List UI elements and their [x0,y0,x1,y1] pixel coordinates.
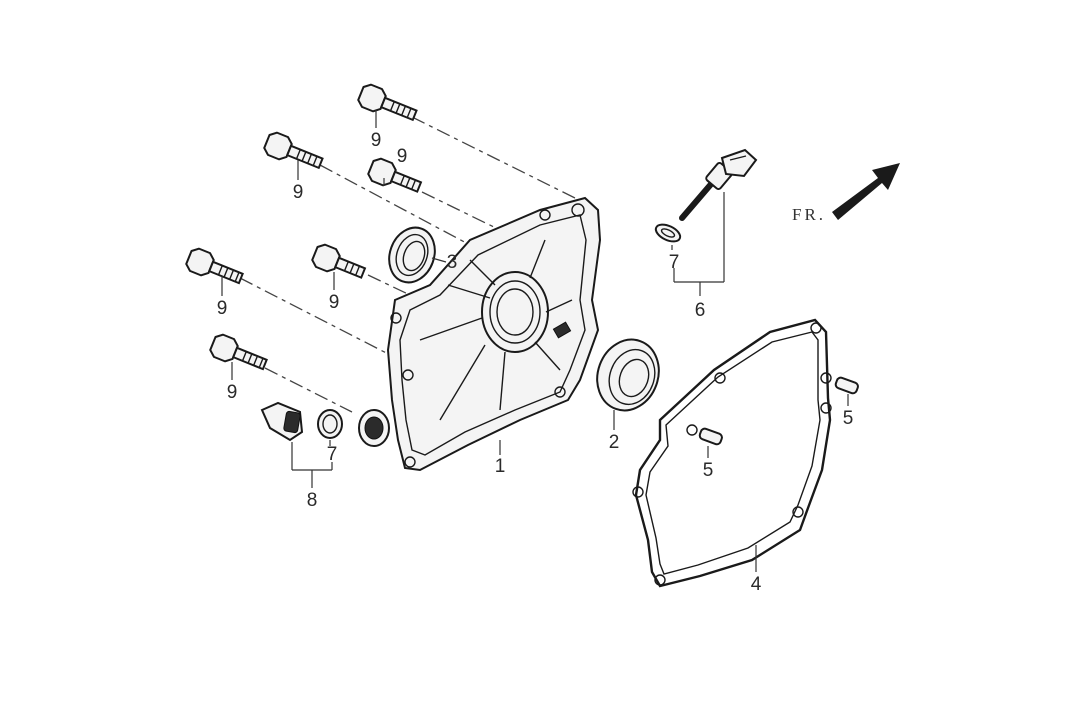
callout-labels: 1 2 3 4 5 5 6 7 7 8 9 9 9 9 9 9 [217,130,854,595]
oil-seal [388,226,447,284]
callout-bolt: 9 [329,292,340,313]
dowel-pin [834,376,859,406]
washer [654,223,682,243]
washer [317,409,343,439]
callout-bearing: 2 [609,432,620,453]
drain-plug [260,401,304,442]
crankcase-cover [358,196,602,472]
bolt [263,131,324,170]
gasket [632,318,832,588]
dowel-pin [698,427,723,458]
callout-bolt: 9 [293,182,304,203]
callout-oil-seal: 3 [447,252,458,273]
callout-bolt: 9 [227,382,238,403]
bolt [357,83,418,122]
front-direction-label: FR. [792,205,826,224]
bolt [209,333,268,371]
alignment-lines [239,116,576,413]
bearing [596,338,660,430]
bolt [185,247,244,285]
callout-washer: 7 [669,252,680,273]
callout-dipstick: 6 [695,300,706,321]
callout-bolt: 9 [217,298,228,319]
front-direction-arrow-icon [832,163,900,220]
callout-dowel-pin: 5 [843,408,854,429]
dipstick [679,148,758,221]
callout-cover: 1 [495,456,506,477]
callout-drain-plug: 8 [307,490,318,511]
drain-plug-bracket [291,440,333,488]
callout-gasket: 4 [751,574,762,595]
bolt [367,157,423,193]
callout-bolt: 9 [371,130,382,151]
callout-dowel-pin: 5 [703,460,714,481]
callout-bolt: 9 [397,146,408,167]
bolt [311,243,367,279]
callout-washer: 7 [327,444,338,465]
dipstick-bracket [671,192,725,296]
bolt-leader-lines [221,110,385,380]
